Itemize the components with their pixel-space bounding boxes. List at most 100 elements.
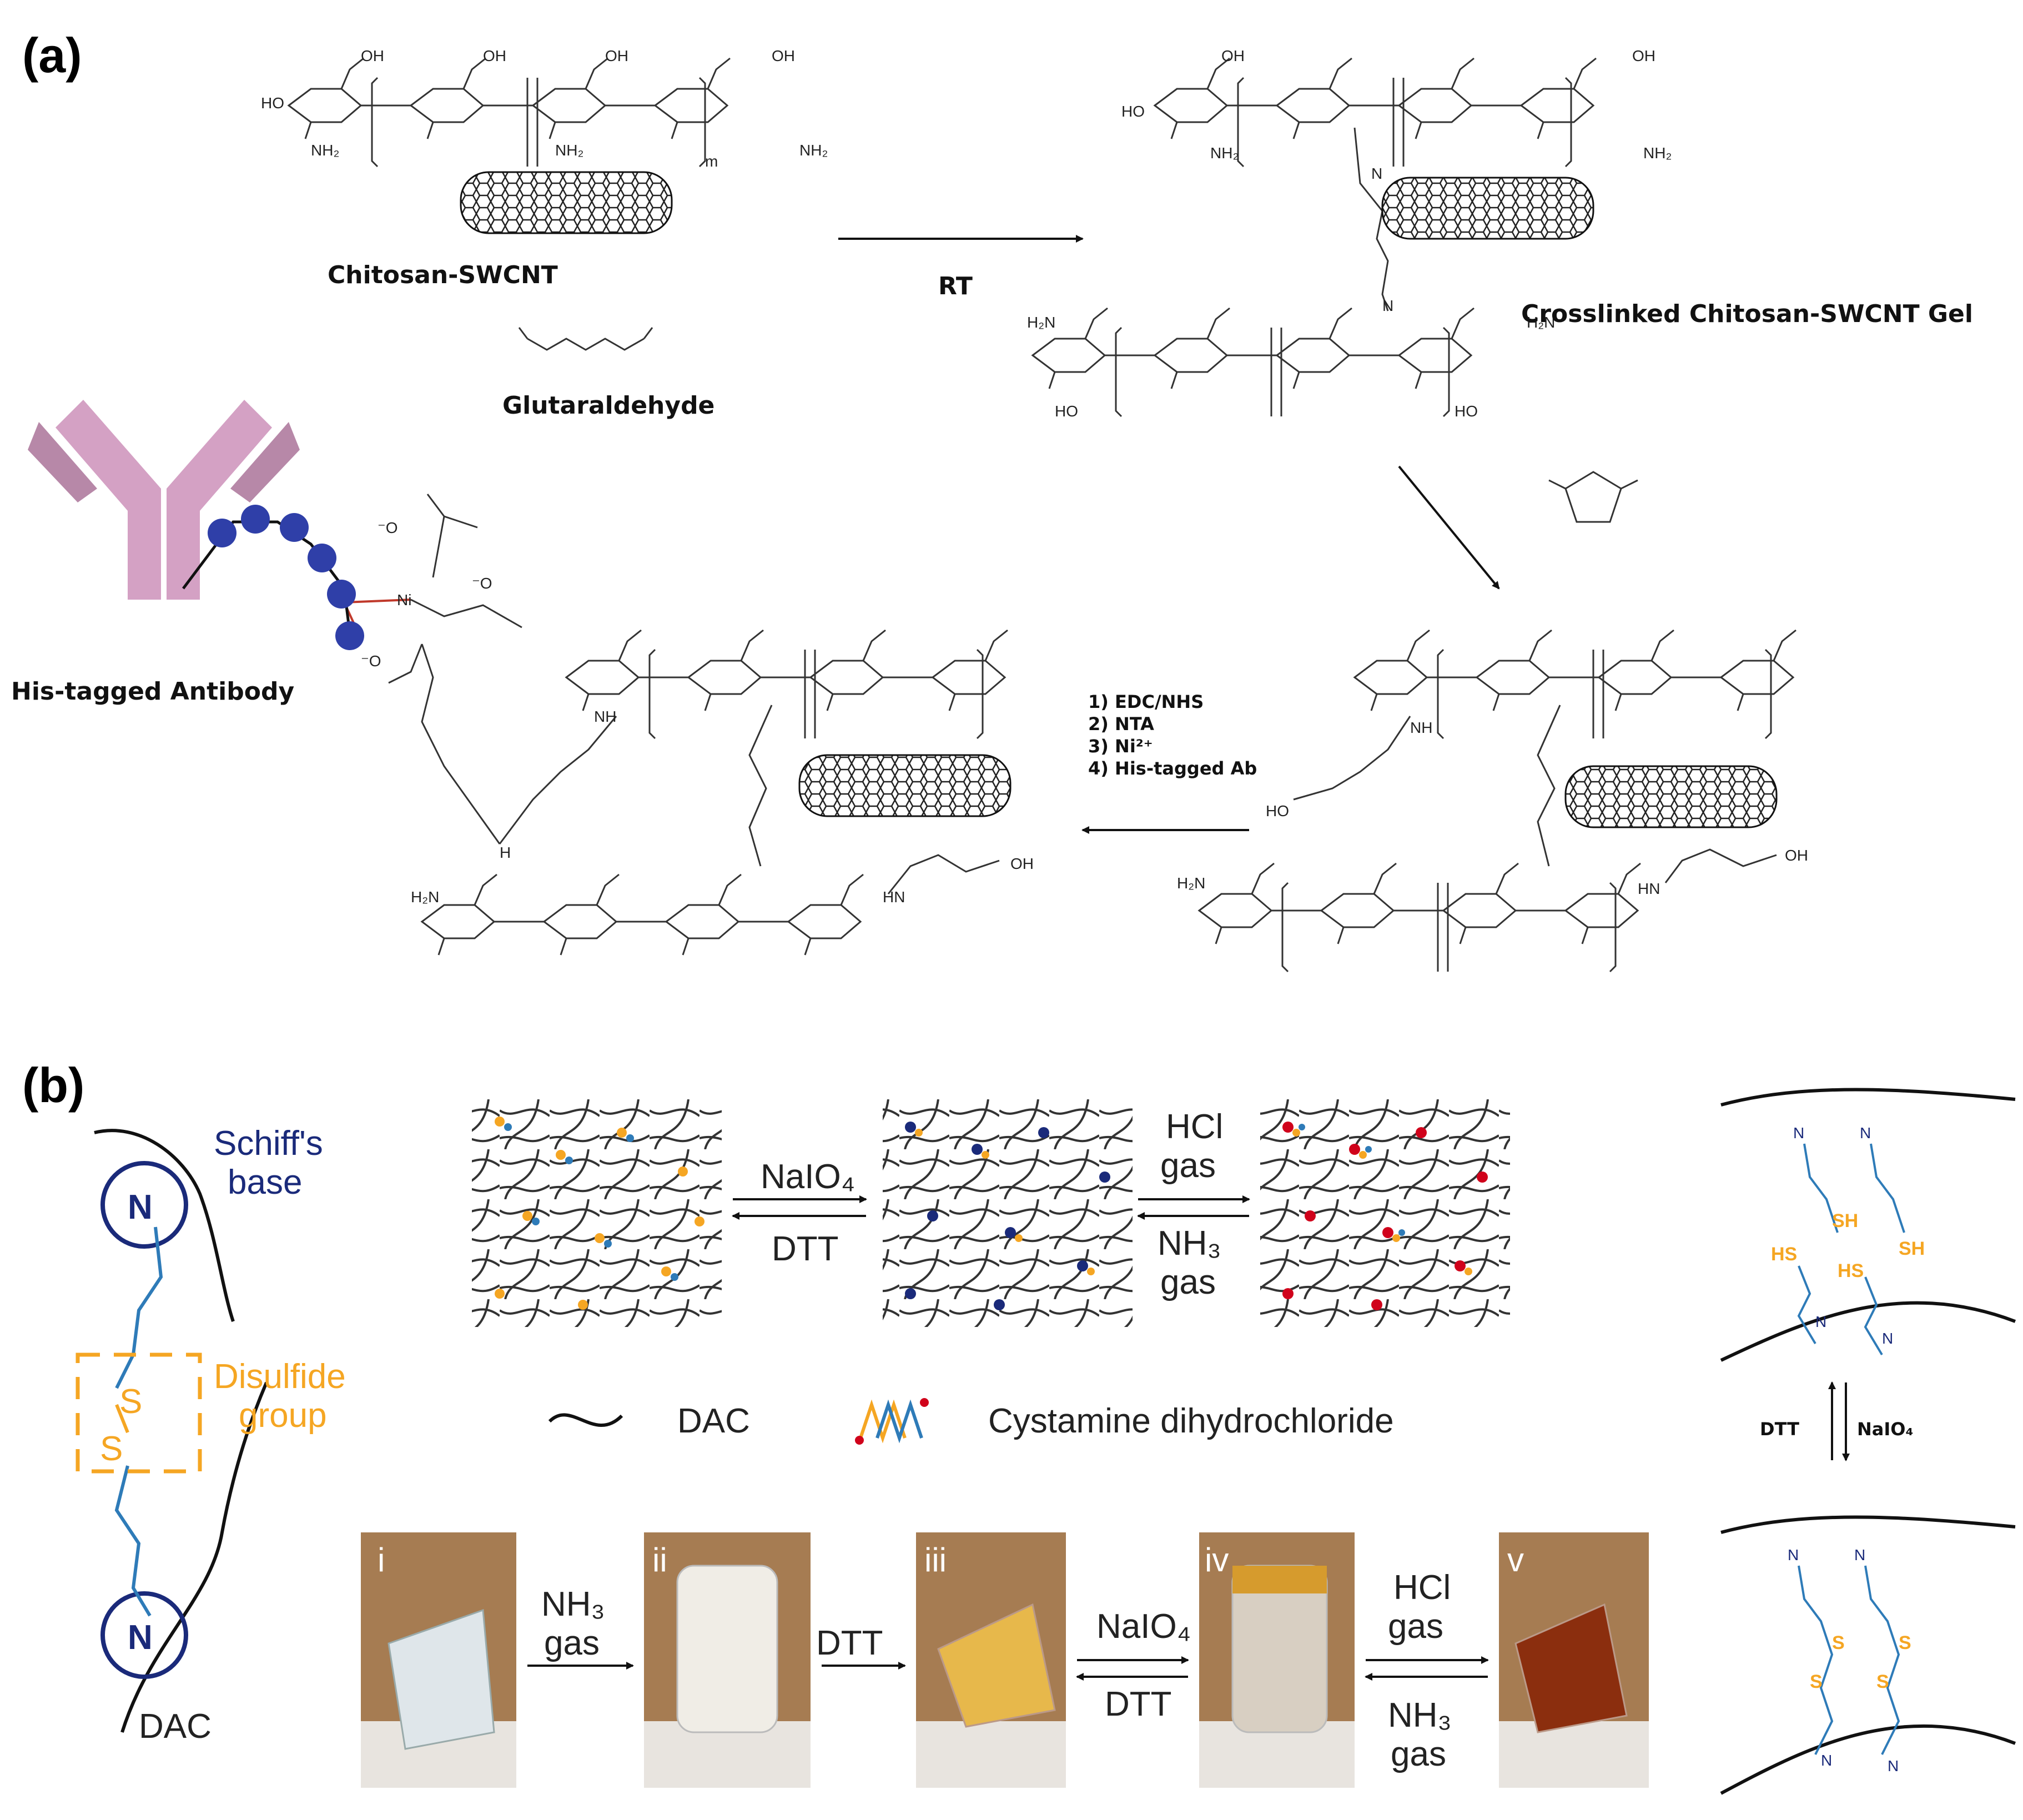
sh-2: SH bbox=[1899, 1238, 1925, 1259]
gas-label-5: gas bbox=[1391, 1735, 1446, 1773]
n-top-1: N bbox=[1793, 1124, 1804, 1142]
atom-h: H bbox=[500, 844, 511, 861]
atom-oh: OH bbox=[1221, 47, 1245, 64]
gas-label-3: gas bbox=[544, 1624, 600, 1662]
panel-a-label: (a) bbox=[22, 28, 82, 83]
s-bot-2: S bbox=[1810, 1671, 1823, 1692]
atom-oh: OH bbox=[1785, 847, 1808, 864]
glutaraldehyde-structure bbox=[518, 327, 653, 351]
disulfide-s-top: S bbox=[119, 1382, 142, 1421]
atom-oh: HO bbox=[1055, 403, 1078, 420]
naio4-label-3: NaIO₄ bbox=[1857, 1419, 1914, 1440]
photo-i bbox=[361, 1532, 516, 1788]
atom-oh: HO bbox=[1455, 403, 1478, 420]
atom-hn: HN bbox=[1638, 880, 1660, 897]
succinic-arrow bbox=[1398, 465, 1500, 590]
atom-nh: NH bbox=[594, 708, 616, 725]
dtt-label-3: DTT bbox=[1105, 1685, 1172, 1723]
atom-oh: OH bbox=[1632, 47, 1655, 64]
schiffs-base-line1: Schiff's bbox=[214, 1124, 323, 1163]
n-bot-1: N bbox=[1788, 1546, 1799, 1563]
naio4-label-2: NaIO₄ bbox=[1096, 1607, 1191, 1646]
his-tagged-antibody-label: His-tagged Antibody bbox=[11, 677, 294, 706]
hs-1: HS bbox=[1771, 1244, 1797, 1265]
sh-1: SH bbox=[1832, 1210, 1858, 1231]
photo-v bbox=[1499, 1532, 1649, 1788]
atom-nh: NH bbox=[1410, 719, 1432, 736]
schiffs-base-line2: base bbox=[228, 1163, 302, 1201]
succinic-anhydride-structure bbox=[1548, 471, 1638, 523]
gas-label-4: gas bbox=[1388, 1607, 1443, 1646]
antibody-icon bbox=[28, 400, 300, 600]
disulfide-group-line1: Disulfide bbox=[214, 1358, 346, 1396]
atom-o-minus: ⁻O bbox=[472, 575, 492, 592]
atom-oh: OH bbox=[1010, 855, 1034, 872]
atom-n: N bbox=[1371, 165, 1382, 182]
atom-oh: OH bbox=[772, 47, 795, 64]
photo-ii bbox=[644, 1532, 811, 1788]
equilibrium-arrow-vertical bbox=[1828, 1381, 1850, 1461]
atom-o-minus: ⁻O bbox=[361, 652, 381, 670]
step-1: 1) EDC/NHS bbox=[1088, 691, 1204, 712]
nh3-label-1: NH₃ bbox=[1158, 1224, 1221, 1263]
hs-2: HS bbox=[1838, 1260, 1864, 1281]
atom-h2n: H₂N bbox=[1177, 874, 1205, 892]
equilibrium-arrow-3 bbox=[1076, 1656, 1189, 1681]
s-bot-1: S bbox=[1832, 1632, 1845, 1653]
s-bot-3: S bbox=[1899, 1632, 1911, 1653]
rt-label: RT bbox=[938, 272, 973, 300]
legend-dac-icon bbox=[548, 1413, 623, 1427]
atom-h2n: H₂N bbox=[1027, 314, 1055, 331]
gas-label-2: gas bbox=[1160, 1263, 1216, 1301]
photo-label-ii: ii bbox=[652, 1541, 667, 1578]
n-bot-4: N bbox=[1888, 1757, 1899, 1774]
legend-dac-label: DAC bbox=[677, 1402, 750, 1440]
atom-m: m bbox=[705, 153, 718, 170]
atom-o-minus: ⁻O bbox=[378, 519, 398, 536]
step-3: 3) Ni²⁺ bbox=[1088, 736, 1153, 757]
thiol-mechanism-top bbox=[1720, 1088, 2016, 1362]
chitosan-chain-top-left bbox=[288, 57, 731, 168]
dtt-label-4: DTT bbox=[1760, 1419, 1799, 1440]
atom-nh2: NH₂ bbox=[555, 142, 583, 159]
photo-iii bbox=[916, 1532, 1066, 1788]
atom-nh2: NH₂ bbox=[311, 142, 339, 159]
step-2: 2) NTA bbox=[1088, 713, 1154, 735]
atom-oh: HO bbox=[1266, 802, 1289, 819]
dac-schematic bbox=[76, 1129, 268, 1733]
n-bot-2: N bbox=[1854, 1546, 1865, 1563]
photo-label-iii: iii bbox=[924, 1541, 947, 1578]
n-top-2: N bbox=[1860, 1124, 1871, 1142]
atom-oh: OH bbox=[605, 47, 628, 64]
nh3-label-2: NH₃ bbox=[541, 1585, 605, 1623]
disulfide-mechanism-bottom bbox=[1720, 1515, 2016, 1795]
succinylated-gel-structure bbox=[1198, 629, 1797, 973]
atom-nh2: NH₂ bbox=[1643, 144, 1672, 162]
atom-h2n: H₂N bbox=[411, 888, 439, 906]
antibody-gel-structure bbox=[421, 629, 1011, 956]
n-bot-3: N bbox=[1821, 1752, 1832, 1769]
atom-nh2: NH₂ bbox=[799, 142, 828, 159]
chitosan-swcnt-label: Chitosan-SWCNT bbox=[328, 261, 558, 289]
atom-ho: HO bbox=[261, 94, 284, 112]
atom-n: N bbox=[1382, 297, 1393, 314]
n-top-4: N bbox=[1882, 1330, 1893, 1347]
atom-ho: HO bbox=[1121, 103, 1145, 120]
s-bot-4: S bbox=[1876, 1671, 1889, 1692]
legend-cystamine-icon bbox=[855, 1398, 929, 1445]
ni-atom: Ni bbox=[397, 591, 411, 609]
disulfide-s-bottom: S bbox=[100, 1430, 123, 1468]
photo-label-v: v bbox=[1507, 1541, 1524, 1578]
atom-oh: OH bbox=[361, 47, 384, 64]
dtt-label-1: DTT bbox=[772, 1230, 839, 1268]
swcnt-tube bbox=[460, 171, 673, 234]
equilibrium-arrow-4 bbox=[1365, 1656, 1489, 1681]
network-1 bbox=[472, 1099, 722, 1327]
atom-h2n: H₂N bbox=[1527, 314, 1555, 331]
legend-cystamine-label: Cystamine dihydrochloride bbox=[988, 1402, 1394, 1440]
panel-b-label: (b) bbox=[22, 1058, 84, 1113]
crosslinked-gel-structure bbox=[1031, 57, 1597, 418]
n-top-3: N bbox=[1815, 1313, 1826, 1330]
schiff-n-bottom: N bbox=[128, 1618, 153, 1657]
